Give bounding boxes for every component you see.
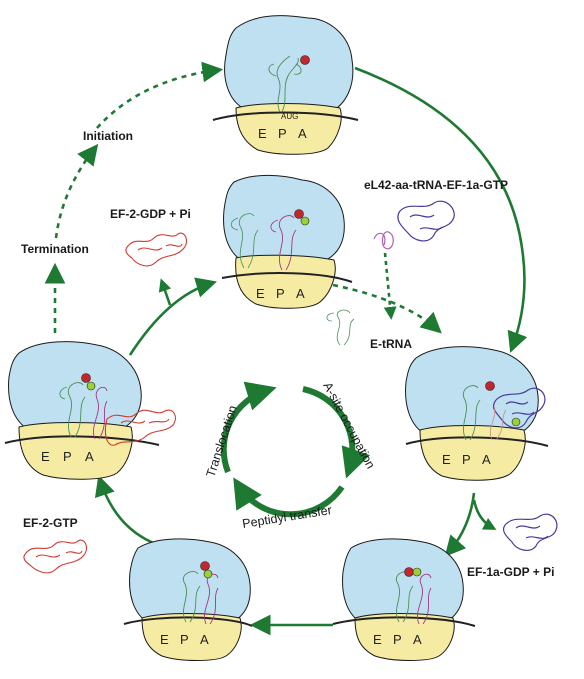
label-el42-complex: eL42-aa-tRNA-EF-1a-GTP [364,178,508,192]
el42-complex-protein [373,200,455,250]
a-site-trna [417,573,432,625]
label-ef2-gtp: EF-2-GTP [23,516,78,530]
site-p: P [393,632,402,647]
center-cycle [220,381,371,518]
label-initiation: Initiation [83,129,133,143]
arrow-to-ef1a-gdp [472,499,497,530]
amino-acid-green [203,569,213,579]
small-subunit [419,425,526,481]
amino-acid-red [404,567,414,577]
arrow-to-ef2-gdp [158,278,172,306]
large-subunit [223,174,345,269]
e-trna-molecule [326,309,355,346]
p-site-trna [182,571,201,623]
site-a: A [296,286,305,301]
cycle-arrow-peptidyl [233,477,345,518]
site-e: E [41,449,50,464]
ef2-factor [104,409,176,446]
site-a: A [200,632,209,647]
amino-acid-green [300,216,310,226]
p-site-trna [270,215,297,271]
amino-acid-red [294,209,304,219]
amino-acid-red [81,373,91,383]
site-p: P [180,632,189,647]
mrna [123,616,253,627]
e-site-trna [230,213,259,269]
site-p: P [63,449,72,464]
ribosome-a-site-occupied: E P A [332,538,476,661]
amino-acid-green [86,381,96,391]
p-site-trna [462,385,481,441]
ribosome-initiation: AUG E P A [212,15,359,155]
a-site-trna [204,573,219,625]
cycle-label-translocation: Translocation [204,404,240,479]
arrow-right-to-bottom-right [444,492,476,557]
amino-acid-red [300,55,310,65]
mrna [332,616,476,627]
cycle-arrow-translocation [220,381,277,474]
arrow-bottom-left-to-left [94,475,169,550]
arrow-initiation-to-top [96,61,224,129]
amino-acid-green [412,567,422,577]
label-termination: Termination [21,242,89,256]
cycle-label-peptidyl: Peptidyl transfer [241,503,332,531]
label-ef1a-gdp-pi: EF-1a-GDP + Pi [467,565,554,579]
small-subunit [141,613,242,661]
ribosome-post-translocation: E P A [221,174,353,309]
site-a: A [298,126,307,141]
a-site-aa-trna [489,405,507,441]
arrow-termination-to-initiation [54,143,99,239]
mrna [405,436,549,447]
initiator-trna [268,55,302,113]
aug-codon-label: AUG [281,112,298,121]
site-e: E [373,632,382,647]
p-site-trna [59,382,86,438]
amino-acid-green [511,417,521,427]
site-a: A [85,449,94,464]
large-subunit [224,15,354,117]
amino-acid-red [200,561,210,571]
arrow-complex-to-etrna [383,252,397,320]
mrna [212,111,359,121]
label-ef2-gdp-pi: EF-2-GDP + Pi [110,207,191,221]
arrow-middle-to-right [332,283,442,334]
small-subunit [235,254,336,309]
arrow-top-to-right [354,66,528,353]
ef2-gdp-pi-protein [125,232,187,267]
ribosome-ef1a-bound: E P A [405,346,549,481]
site-a: A [482,452,491,467]
amino-acid-red [485,381,495,391]
site-a: A [413,632,422,647]
site-e: E [160,632,169,647]
ribosome-ef2-bound: E P A [4,341,176,480]
small-subunit [354,613,455,661]
a-site-trna [93,386,108,440]
site-p: P [278,126,287,141]
ef1a-gdp-pi-protein [502,513,558,551]
ribosome-post-peptidyl-transfer: E P A [123,538,253,661]
cycle-arrow-a-site [302,386,371,479]
small-subunit [235,103,342,155]
site-p: P [462,452,471,467]
arrow-left-to-middle [128,277,217,356]
small-subunit [18,422,133,480]
mrna [221,272,353,283]
label-e-trna: E-tRNA [370,337,412,351]
mrna [4,435,160,446]
site-e: E [256,286,265,301]
site-e: E [442,452,451,467]
ef1a-factor [492,387,546,429]
ef2-gtp-protein [23,539,87,574]
site-p: P [276,286,285,301]
site-e: E [258,126,267,141]
